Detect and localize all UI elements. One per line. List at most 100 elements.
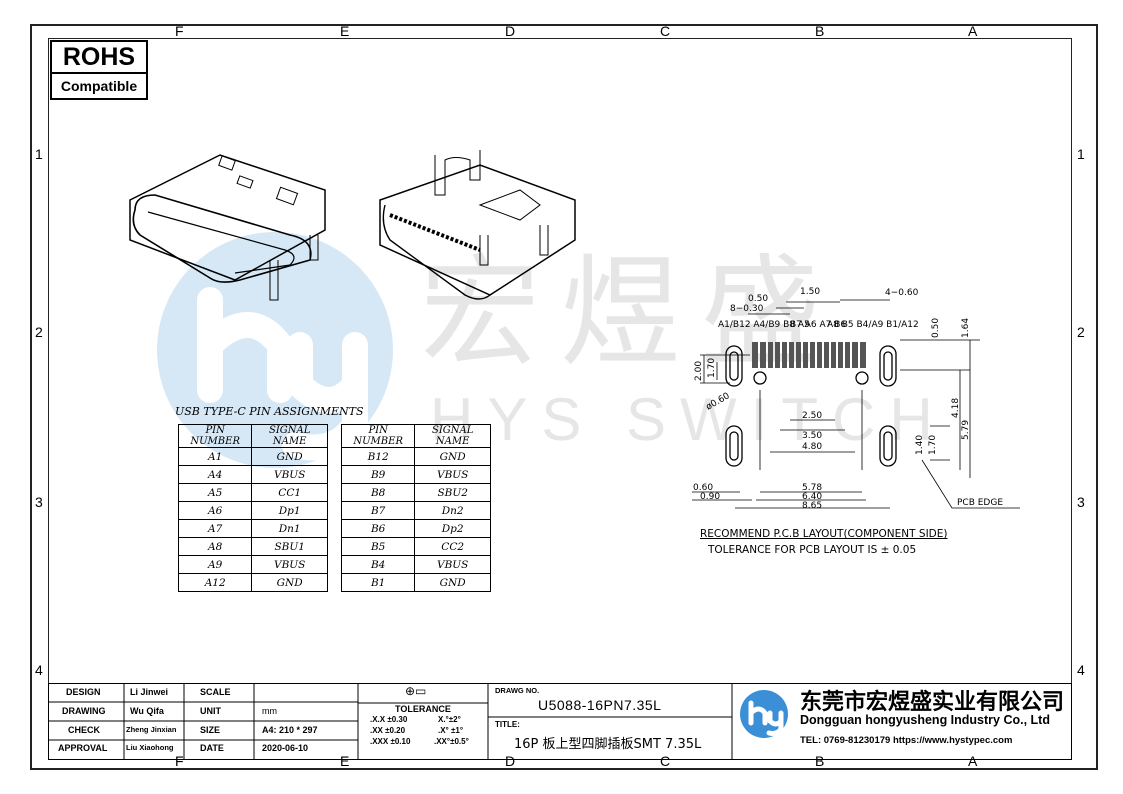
smt-pads — [752, 342, 866, 368]
dim-0-90: 0.90 — [700, 492, 720, 502]
drawing-label: DRAWING — [62, 706, 106, 716]
dim-1-70-b: 1.70 — [928, 435, 938, 455]
signal-name: VBUS — [251, 465, 328, 484]
rohs-badge: ROHS Compatible — [50, 40, 148, 100]
zone-label: C — [660, 753, 671, 769]
zone-label: 2 — [1077, 324, 1085, 340]
signal-name: VBUS — [414, 465, 491, 484]
dim-1-70: 1.70 — [707, 358, 717, 378]
dim-2-00: 2.00 — [694, 361, 704, 381]
tolerance-r3a: .XXX ±0.10 — [370, 737, 411, 746]
pin-table-title: USB TYPE-C PIN ASSIGNMENTS — [175, 405, 364, 418]
tolerance-r1a: .X.X ±0.30 — [370, 715, 408, 724]
unit-value: mm — [262, 706, 277, 716]
dim-0-50-vertical: 0.50 — [931, 318, 941, 338]
design-label: DESIGN — [66, 687, 101, 697]
pin-number: A12 — [177, 573, 253, 592]
tolerance-layout-note: TOLERANCE FOR PCB LAYOUT IS ± 0.05 — [708, 544, 917, 556]
tolerance-r3b: .XX°±0.5° — [434, 737, 469, 746]
signal-name: GND — [251, 447, 328, 466]
zone-label: A — [968, 753, 978, 769]
pin-number: B7 — [340, 501, 416, 520]
zone-label: 3 — [1077, 494, 1085, 510]
dim-4-80: 4.80 — [802, 442, 822, 452]
zone-label: 4 — [35, 662, 43, 678]
dim-2-50: 2.50 — [802, 411, 822, 421]
tolerance-r1b: X.°±2° — [438, 715, 461, 724]
unit-label: UNIT — [200, 706, 221, 716]
approval-name: Liu Xiaohong — [126, 743, 174, 752]
signal-name: SBU1 — [251, 537, 328, 556]
zone-label: 4 — [1077, 662, 1085, 678]
drawing-outer-frame — [30, 24, 1098, 770]
dim-8-65: 8.65 — [802, 501, 822, 510]
zone-label: 1 — [1077, 146, 1085, 162]
drawing-name: Wu Qifa — [130, 706, 164, 716]
title-label: TITLE: — [495, 720, 520, 729]
company-contact: TEL: 0769-81230179 https://www.hystypec.… — [800, 735, 1013, 746]
zone-label: D — [505, 23, 516, 39]
tolerance-r2a: .XX ±0.20 — [370, 726, 406, 735]
signal-name: GND — [251, 573, 328, 592]
rohs-title: ROHS — [52, 42, 146, 74]
rohs-subtitle: Compatible — [60, 78, 138, 94]
signal-name: VBUS — [414, 555, 491, 574]
zone-label: 3 — [35, 494, 43, 510]
zone-label: B — [815, 23, 825, 39]
connector-rear-view — [379, 150, 576, 300]
zone-label: E — [340, 23, 350, 39]
pin-number: A1 — [177, 447, 253, 466]
pin-number: B4 — [340, 555, 416, 574]
tolerance-title: TOLERANCE — [395, 704, 451, 714]
pin-labels-left: A1/B12 A4/B9 B8 A5 — [718, 320, 810, 330]
zone-label: 2 — [35, 324, 43, 340]
pin-table-header: PIN NUMBER — [340, 424, 416, 448]
pin-number: A6 — [177, 501, 253, 520]
size-label: SIZE — [200, 725, 221, 735]
company-name-en: Dongguan hongyusheng Industry Co., Ltd — [800, 713, 1050, 727]
size-value: A4: 210 * 297 — [262, 725, 318, 735]
dim-1-40: 1.40 — [915, 435, 925, 455]
signal-name: Dp2 — [414, 519, 491, 538]
projection-symbol-icon: ⊕▭ — [405, 684, 427, 698]
pin-table-header: SIGNAL NAME — [414, 424, 491, 448]
connector-front-view — [129, 154, 326, 301]
signal-name: Dp1 — [251, 501, 328, 520]
pin-number: B12 — [340, 447, 416, 466]
zone-label: E — [340, 753, 350, 769]
pin-number: A7 — [177, 519, 253, 538]
signal-name: GND — [414, 447, 491, 466]
dim-dia-0-60: ø0.60 — [705, 391, 732, 413]
approval-label: APPROVAL — [58, 743, 108, 753]
design-name: Li Jinwei — [130, 687, 169, 697]
pin-number: A4 — [177, 465, 253, 484]
pin-number: A8 — [177, 537, 253, 556]
signal-name: Dn2 — [414, 501, 491, 520]
pin-number: A9 — [177, 555, 253, 574]
zone-label: A — [968, 23, 978, 39]
date-label: DATE — [200, 743, 224, 753]
check-name: Zheng Jinxian — [126, 725, 177, 734]
signal-name: CC2 — [414, 537, 491, 556]
tolerance-r2b: .X° ±1° — [438, 726, 464, 735]
pcb-edge-label: PCB EDGE — [957, 498, 1003, 508]
check-label: CHECK — [68, 725, 101, 735]
pin-number: B9 — [340, 465, 416, 484]
pin-table-header: PIN NUMBER — [177, 424, 253, 448]
